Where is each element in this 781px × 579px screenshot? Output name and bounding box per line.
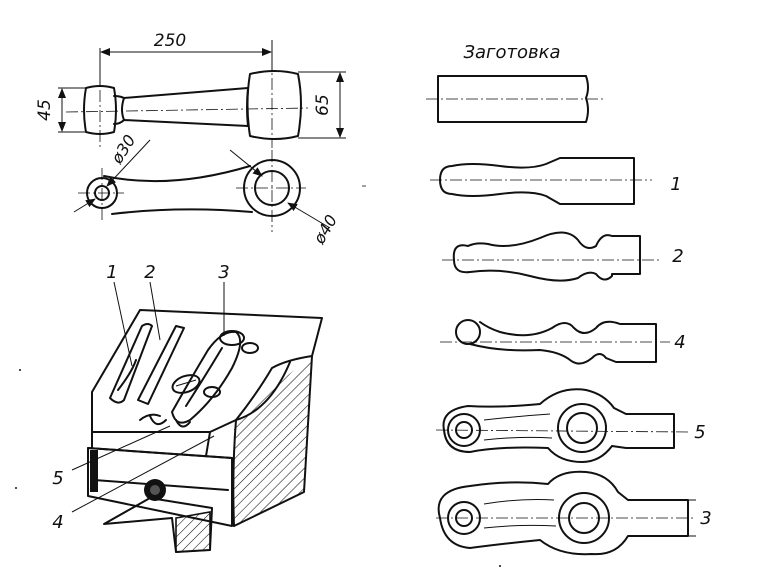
die-callout-3: 3 <box>218 262 229 283</box>
die-callout-4: 4 <box>52 512 63 533</box>
forging-stages: Заготовка 1 2 4 <box>426 42 712 556</box>
large-hole-diameter-label: ø40 <box>309 211 341 247</box>
small-hole-diameter-label: ø30 <box>107 131 140 167</box>
stage-5-preforged: 5 <box>435 388 706 463</box>
stage-blank <box>426 75 604 123</box>
length-dimension-label: 250 <box>154 31 186 51</box>
blank-label: Заготовка <box>463 42 560 63</box>
stage-1-fullered: 1 <box>430 157 682 205</box>
right-height-dimension-label: 65 <box>313 94 333 116</box>
stage-4-bent: 4 <box>440 319 686 365</box>
part-side-view: 250 45 65 <box>35 31 346 150</box>
left-height-dimension-label: 45 <box>35 99 55 121</box>
stage-1-label: 1 <box>670 174 681 195</box>
stage-3-label: 3 <box>700 508 711 529</box>
stage-2-rolled: 2 <box>442 231 684 282</box>
die-callout-5: 5 <box>52 468 63 489</box>
stage-2-label: 2 <box>672 246 683 267</box>
forging-die-block: 1 2 3 5 4 <box>52 262 323 553</box>
die-callout-1: 1 <box>106 262 117 283</box>
stage-5-label: 5 <box>694 422 705 443</box>
die-callout-2: 2 <box>144 262 155 283</box>
stage-3-finished: 3 <box>436 470 712 556</box>
part-plan-view: ø30 ø40 <box>73 131 366 248</box>
stage-4-label: 4 <box>674 332 685 353</box>
